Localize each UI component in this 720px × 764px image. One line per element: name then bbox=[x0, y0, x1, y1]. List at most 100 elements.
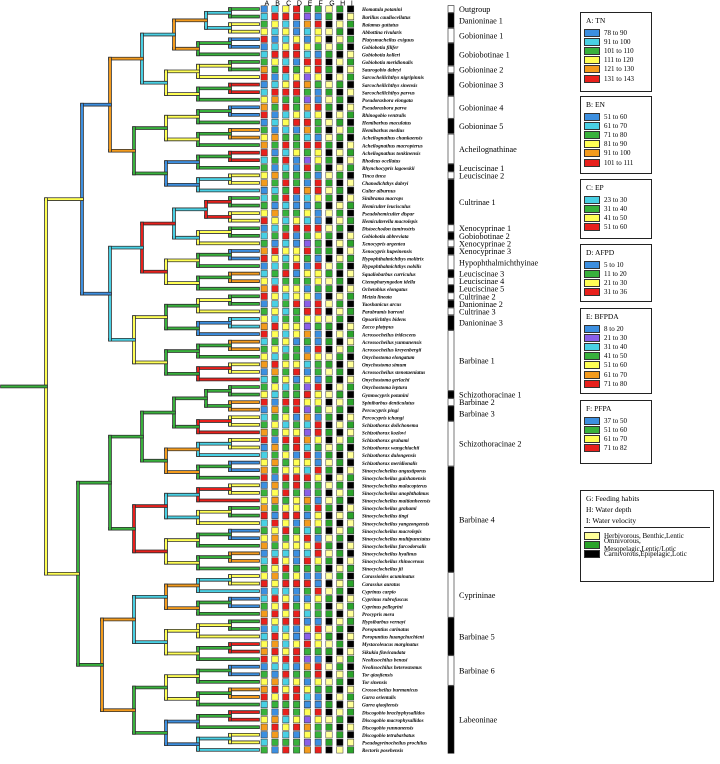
trait-cell bbox=[260, 466, 268, 474]
clade-label: Barbinae 1 bbox=[459, 357, 495, 366]
trait-cell bbox=[325, 171, 333, 179]
trait-cell bbox=[282, 534, 290, 542]
clade-bar bbox=[447, 300, 455, 308]
trait-cell bbox=[293, 375, 301, 383]
trait-cell bbox=[303, 202, 311, 210]
trait-cell bbox=[271, 572, 279, 580]
legend-label: 101 to 111 bbox=[604, 158, 634, 167]
trait-cell bbox=[325, 338, 333, 346]
trait-cell bbox=[293, 610, 301, 618]
column-header: F bbox=[319, 1, 323, 8]
species-label: Onychostoma leptura bbox=[362, 385, 408, 391]
trait-cell bbox=[336, 610, 344, 618]
trait-cell bbox=[260, 307, 268, 315]
legend-label: 31 to 40 bbox=[604, 342, 627, 351]
trait-cell bbox=[314, 670, 322, 678]
trait-cell bbox=[325, 134, 333, 141]
trait-cell bbox=[271, 512, 279, 519]
trait-cell bbox=[303, 731, 311, 739]
clade-label: Schizothoracinae 1 bbox=[459, 391, 522, 400]
trait-cell bbox=[282, 723, 290, 731]
species-label: Sinocyclocheilus multipunctatus bbox=[362, 536, 430, 542]
trait-cell bbox=[325, 360, 333, 368]
trait-cell bbox=[260, 164, 268, 172]
trait-cell bbox=[314, 693, 322, 701]
trait-cell bbox=[314, 270, 322, 278]
trait-cell bbox=[336, 685, 344, 693]
trait-cell bbox=[314, 118, 322, 126]
trait-cell bbox=[260, 580, 268, 588]
trait-cell bbox=[271, 217, 279, 225]
trait-cell bbox=[325, 194, 333, 202]
trait-cell bbox=[314, 217, 322, 225]
trait-cell bbox=[293, 28, 301, 36]
trait-cell bbox=[336, 542, 344, 550]
trait-cell bbox=[325, 81, 333, 89]
legend-row: 78 to 90 bbox=[584, 28, 648, 37]
trait-cell bbox=[293, 20, 301, 28]
trait-cell bbox=[347, 444, 355, 451]
trait-cell bbox=[260, 270, 268, 278]
trait-cell bbox=[347, 368, 355, 376]
trait-cell bbox=[314, 731, 322, 739]
clade-bar bbox=[447, 171, 455, 180]
trait-cell bbox=[282, 81, 290, 89]
clade-bar bbox=[447, 224, 455, 232]
clade-label: Leuciscinae 1 bbox=[459, 164, 504, 173]
trait-cell bbox=[260, 549, 268, 557]
legend-row: 91 to 100 bbox=[584, 149, 648, 158]
trait-cell bbox=[260, 50, 268, 58]
trait-cell bbox=[347, 723, 355, 731]
trait-cell bbox=[325, 20, 333, 28]
legend-swatch bbox=[584, 549, 600, 558]
trait-cell bbox=[325, 88, 333, 96]
trait-cell bbox=[347, 156, 355, 164]
trait-cell bbox=[271, 670, 279, 678]
clade-bar bbox=[447, 254, 455, 270]
legend-label: 91 to 100 bbox=[604, 149, 631, 158]
trait-cell bbox=[303, 557, 311, 565]
trait-cell bbox=[293, 202, 301, 210]
trait-cell bbox=[271, 640, 279, 648]
legend-row: 11 to 20 bbox=[584, 269, 648, 278]
trait-cell bbox=[303, 255, 311, 262]
trait-cell bbox=[325, 5, 333, 13]
trait-cell bbox=[303, 655, 311, 663]
trait-cell bbox=[303, 307, 311, 315]
legend-swatch bbox=[584, 121, 600, 130]
trait-cell bbox=[325, 519, 333, 527]
trait-cell bbox=[303, 428, 311, 436]
trait-cell bbox=[325, 149, 333, 157]
species-label: Sikukia flavicaudata bbox=[362, 650, 406, 656]
trait-cell bbox=[325, 489, 333, 497]
trait-cell bbox=[271, 224, 279, 232]
trait-cell bbox=[282, 149, 290, 157]
trait-cell bbox=[303, 640, 311, 648]
trait-cell bbox=[347, 542, 355, 550]
trait-cell bbox=[347, 572, 355, 580]
trait-cell bbox=[271, 255, 279, 262]
trait-cell bbox=[303, 489, 311, 497]
trait-cell bbox=[271, 285, 279, 293]
species-label: Chanodichthys dabryi bbox=[362, 181, 409, 187]
trait-cell bbox=[271, 466, 279, 474]
trait-cell bbox=[325, 315, 333, 323]
trait-cell bbox=[303, 300, 311, 308]
trait-cell bbox=[314, 103, 322, 111]
species-label: Schizothorax wangchiachii bbox=[362, 446, 420, 452]
species-label: Carassius auratus bbox=[362, 582, 400, 588]
legend-row: 41 to 50 bbox=[584, 213, 648, 222]
trait-cell bbox=[314, 496, 322, 504]
species-label: Cyprinus carpio bbox=[362, 589, 396, 595]
legend-row: Carnivorous,Epipelagic,Lotic bbox=[584, 549, 710, 558]
trait-cell bbox=[336, 330, 344, 338]
trait-cell bbox=[271, 149, 279, 157]
trait-cell bbox=[336, 693, 344, 701]
trait-cell bbox=[260, 398, 268, 406]
trait-cell bbox=[282, 88, 290, 96]
trait-cell bbox=[260, 277, 268, 285]
trait-cell bbox=[325, 421, 333, 429]
trait-cell bbox=[336, 731, 344, 739]
legend-label: Omnivorous, Mesopelagic,Lentic/Lotic bbox=[604, 536, 677, 553]
